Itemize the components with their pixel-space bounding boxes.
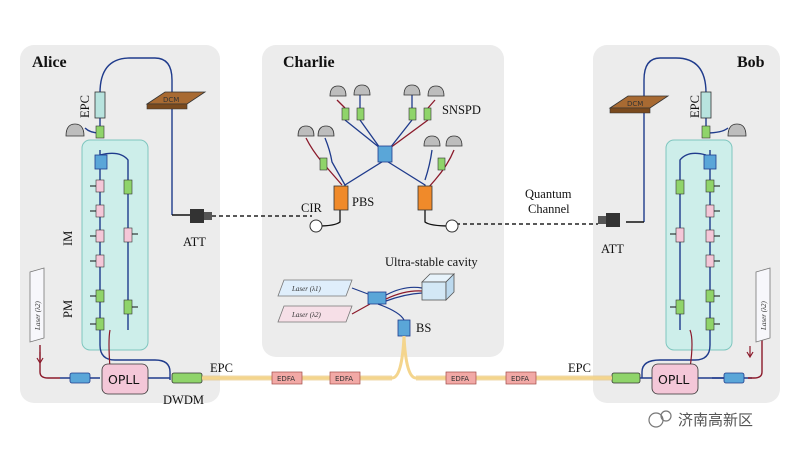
alice-classical-epc-label: EPC (210, 361, 233, 375)
bs-fiber-in (377, 303, 405, 321)
alice-epc (94, 91, 106, 119)
cavity-fiber-red (385, 290, 423, 300)
bob-dcm-label: DCM (627, 100, 643, 108)
bob-opll-label: OPLL (658, 372, 689, 387)
bs-coupler (397, 319, 411, 337)
alice-laser-arrow (36, 352, 44, 365)
bob-fibers (641, 57, 752, 379)
laser-lambda1-arrow (351, 287, 369, 295)
alice-opll-return (108, 329, 111, 369)
watermark-text: 济南高新区 (678, 411, 753, 429)
edfa-3-label: EDFA (451, 375, 469, 383)
cir-right (445, 219, 459, 233)
alice-detector-icon (65, 123, 85, 137)
alice-laser-label: Laser (λ2) (34, 300, 42, 331)
bob-att-connector (598, 216, 606, 224)
edfa-2-label: EDFA (335, 375, 353, 383)
charlie-title: Charlie (283, 54, 335, 71)
alice-title: Alice (32, 54, 67, 71)
watermark: 济南高新区 (648, 410, 753, 429)
bob-att-label: ATT (601, 242, 624, 256)
ultra-stable-cavity-label: Ultra-stable cavity (385, 255, 478, 269)
alice-coupler (94, 154, 108, 170)
edfa-1: EDFA (271, 371, 303, 385)
cir-label: CIR (301, 201, 323, 215)
alice-dwdm-label: DWDM (163, 393, 204, 407)
quantum-channel-label-1: Quantum (525, 187, 572, 201)
alice-att-plug (204, 212, 212, 220)
edfa-3: EDFA (445, 371, 477, 385)
bob-classical-epc-label: EPC (568, 361, 591, 375)
bs-label: BS (416, 321, 431, 335)
alice-im-stack (95, 179, 133, 268)
charlie-green-components (319, 107, 446, 171)
bob-opll-return (689, 329, 693, 369)
alice-pm-label: PM (61, 300, 75, 318)
classical-fiber (202, 335, 612, 380)
laser-lambda2 (277, 305, 353, 323)
quantum-channel-label-2: Channel (528, 202, 570, 216)
edfa-2: EDFA (329, 371, 361, 385)
bob-detector-icon (727, 123, 747, 137)
alice-laser (29, 267, 45, 343)
cavity-coupler (367, 291, 387, 305)
bob-laser-arrow (746, 346, 754, 359)
laser-lambda1 (277, 279, 353, 297)
edfa-1-label: EDFA (277, 375, 295, 383)
pbs-left (333, 185, 349, 211)
bob-att-plug (606, 213, 620, 227)
bob-epc (700, 91, 712, 119)
alice-epc-coupler (95, 125, 105, 139)
bob-epc-coupler (701, 125, 711, 139)
bob-dcm-side (609, 107, 651, 114)
alice-red-fiber (39, 345, 60, 379)
alice-att-label: ATT (183, 235, 206, 249)
bob-epc-label: EPC (688, 95, 702, 118)
alice-coupler-bottom (69, 372, 91, 384)
snspd-label: SNSPD (442, 103, 481, 117)
alice-epc-label: EPC (78, 95, 92, 118)
alice-im-label: IM (61, 231, 75, 246)
laser-lambda2-arrow (351, 303, 371, 315)
pbs-label: PBS (352, 195, 374, 209)
alice-electrodes (90, 185, 138, 325)
alice-dcm-side (146, 103, 188, 110)
laser-lambda2-label: Laser (λ2) (291, 311, 322, 319)
laser-lambda1-label: Laser (λ1) (291, 285, 322, 293)
edfa-4-label: EDFA (511, 375, 529, 383)
charlie-bs-top (377, 145, 393, 163)
pbs-right (417, 185, 433, 211)
cavity-fibers (385, 286, 423, 302)
edfa-4: EDFA (505, 371, 537, 385)
cir-left (309, 219, 323, 233)
alice-dwdm (171, 372, 203, 384)
alice-opll (101, 363, 149, 395)
bob-laser (755, 267, 771, 343)
bob-red-fiber (748, 340, 763, 379)
bob-opll (651, 363, 699, 395)
alice-att-connector (190, 209, 204, 223)
bob-dwdm (611, 372, 641, 384)
alice-fibers (60, 57, 173, 380)
charlie-detectors (297, 84, 463, 147)
alice-modulator-module (81, 139, 149, 351)
alice-dcm-label: DCM (163, 96, 179, 104)
bob-modulator-module (665, 139, 733, 351)
bob-laser-label: Laser (λ2) (760, 300, 768, 331)
bob-title: Bob (737, 54, 765, 71)
ultra-stable-cavity-icon (421, 273, 455, 301)
alice-opll-label: OPLL (108, 372, 139, 387)
bob-coupler-bottom (723, 372, 745, 384)
bob-coupler (703, 154, 717, 170)
bob-electrodes (670, 185, 720, 325)
